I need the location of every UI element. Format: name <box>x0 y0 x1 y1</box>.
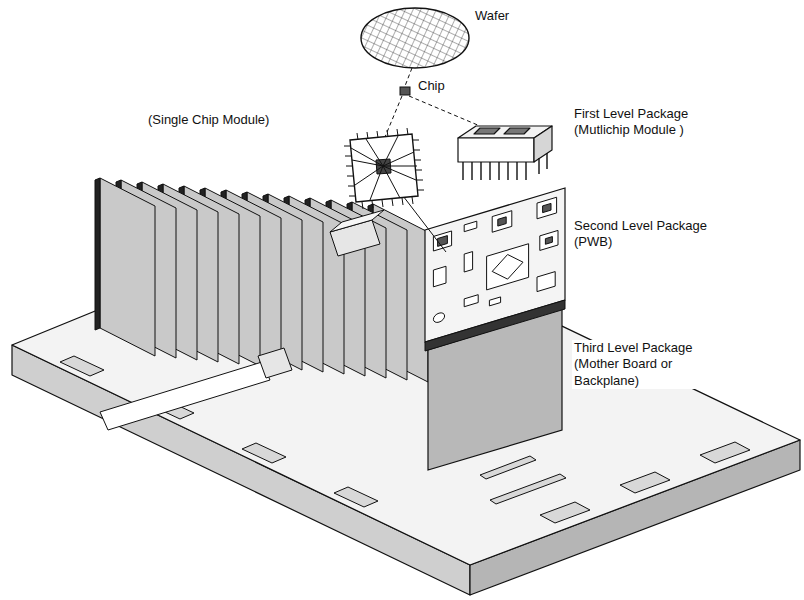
part-label: Wafer <box>473 8 511 24</box>
bond-wire <box>366 139 383 166</box>
slot <box>60 356 104 376</box>
board-plate <box>100 178 155 356</box>
module-pins <box>463 153 547 180</box>
assembly-line <box>400 192 446 252</box>
bond-wire <box>383 166 416 180</box>
chip <box>400 87 410 95</box>
component <box>545 237 552 245</box>
component <box>537 272 555 292</box>
component <box>498 217 506 226</box>
single-chip-module <box>344 128 424 209</box>
bond-wire <box>383 166 417 167</box>
ribbon-cable <box>100 210 384 430</box>
dashed-paths <box>385 68 480 137</box>
module-pins <box>344 128 424 209</box>
part-label: Chip <box>416 78 447 94</box>
slot <box>700 442 750 463</box>
part-label: First Level Package (Mutlichip Module ) <box>572 106 736 139</box>
slot <box>242 443 286 463</box>
card-board <box>425 188 565 342</box>
module-chip <box>504 128 530 134</box>
pwb-card <box>425 188 565 351</box>
plug-in-boards <box>95 178 428 382</box>
cable-header-top <box>330 210 384 232</box>
component <box>464 221 477 232</box>
slot <box>620 472 670 493</box>
component <box>540 230 558 250</box>
board-edge <box>95 178 100 330</box>
cable-strip <box>100 362 270 430</box>
module-front <box>458 138 534 162</box>
part-label: (Single Chip Module) <box>146 112 271 128</box>
component <box>464 252 472 272</box>
module-side <box>534 126 552 162</box>
component <box>489 297 500 306</box>
wafer <box>361 8 469 68</box>
slot <box>480 456 536 479</box>
component <box>543 203 551 212</box>
part-label: Second Level Package (PWB) <box>572 218 736 251</box>
bond-wire <box>383 152 414 166</box>
slot <box>540 502 590 523</box>
dashed-line <box>409 96 480 126</box>
module-chip <box>474 128 500 134</box>
component <box>464 295 478 307</box>
slot <box>490 474 566 504</box>
component <box>433 266 446 287</box>
slot <box>334 487 378 507</box>
dashed-line <box>405 68 412 86</box>
component <box>492 211 512 233</box>
bond-wire <box>370 166 383 200</box>
bond-wire <box>383 166 400 198</box>
multichip-module <box>458 126 552 180</box>
component <box>438 236 448 247</box>
bond-wire <box>383 136 398 166</box>
dashed-line <box>385 96 402 137</box>
card-edge-connector <box>425 300 565 351</box>
module-body <box>350 134 418 202</box>
component <box>537 197 557 219</box>
card-components <box>433 197 558 324</box>
bond-wire <box>355 166 383 185</box>
bond-wire <box>351 148 383 166</box>
part-label: Third Level Package (Mother Board or Bac… <box>572 340 741 389</box>
component <box>492 250 523 284</box>
component <box>487 244 529 290</box>
component <box>433 311 444 323</box>
cable-connector <box>258 348 292 378</box>
